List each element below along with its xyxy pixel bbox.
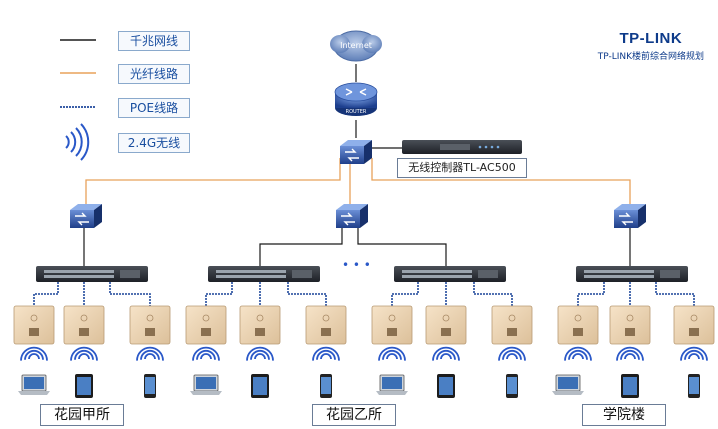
laptop-icon [376, 374, 408, 395]
wall-ap-icon [371, 305, 413, 345]
tablet-icon [621, 374, 639, 398]
controller-label: 无线控制器TL-AC500 [397, 158, 527, 178]
wall-ap-icon [185, 305, 227, 345]
phone-icon [506, 374, 518, 398]
core-switch-icon [340, 140, 372, 164]
aggregation-switch-icon [336, 204, 368, 228]
wall-ap-icon [557, 305, 599, 345]
access-switch [208, 266, 320, 282]
wall-ap-icon [63, 305, 105, 345]
site-label-3: 学院楼 [582, 404, 666, 426]
wireless-controller-device [402, 140, 522, 154]
wireless-signal-icon [378, 346, 406, 361]
legend-wireless-icon [65, 123, 90, 161]
router-label: ROUTER [345, 109, 367, 115]
wall-ap-icon [491, 305, 533, 345]
site-label-1: 花园甲所 [40, 404, 124, 426]
access-switch [36, 266, 148, 282]
aggregation-switch-icon [614, 204, 646, 228]
wireless-signal-icon [70, 346, 98, 361]
tablet-icon [75, 374, 93, 398]
tp-link-logo: TP-LINK [619, 30, 683, 47]
wall-ap-icon [305, 305, 347, 345]
tablet-icon [251, 374, 269, 398]
laptop-icon [18, 374, 50, 395]
wireless-signal-icon [616, 346, 644, 361]
tablet-icon [437, 374, 455, 398]
wireless-signal-icon [136, 346, 164, 361]
poe-links [33, 282, 695, 306]
legend-gigabit-label: 千兆网线 [118, 31, 190, 51]
wireless-signal-icon [312, 346, 340, 361]
wall-ap-icon [129, 305, 171, 345]
laptop-icon [190, 374, 222, 395]
wireless-signal-icon [432, 346, 460, 361]
fiber-links [85, 158, 631, 206]
laptop-icon [552, 374, 584, 395]
router-icon [334, 82, 378, 116]
wall-ap-icon [425, 305, 467, 345]
wireless-signal-icon [192, 346, 220, 361]
more-ellipsis: • • • [342, 258, 371, 272]
legend-wireless-label: 2.4G无线 [118, 133, 190, 153]
phone-icon [144, 374, 156, 398]
wireless-signal-icon [20, 346, 48, 361]
gigabit-links [83, 226, 631, 266]
wall-ap-panels [13, 305, 715, 345]
wall-ap-icon [239, 305, 281, 345]
internet-cloud-icon [330, 30, 382, 62]
brand-subtitle: TP-LINK楼前综合网络规划 [597, 52, 704, 62]
wireless-signals [20, 346, 708, 361]
brand-block: TP-LINK TP-LINK楼前综合网络规划 [598, 30, 704, 62]
wall-ap-icon [13, 305, 55, 345]
client-devices [18, 374, 700, 398]
site-label-2: 花园乙所 [312, 404, 396, 426]
wireless-signal-icon [246, 346, 274, 361]
phone-icon [320, 374, 332, 398]
phone-icon [688, 374, 700, 398]
internet-label: Internet [340, 41, 372, 50]
wireless-signal-icon [498, 346, 526, 361]
access-switch [394, 266, 506, 282]
legend-fiber-label: 光纤线路 [118, 64, 190, 84]
wireless-signal-icon [564, 346, 592, 361]
wall-ap-icon [673, 305, 715, 345]
aggregation-switch-icon [70, 204, 102, 228]
access-switch [576, 266, 688, 282]
wall-ap-icon [609, 305, 651, 345]
wireless-signal-icon [680, 346, 708, 361]
legend-poe-label: POE线路 [118, 98, 190, 118]
